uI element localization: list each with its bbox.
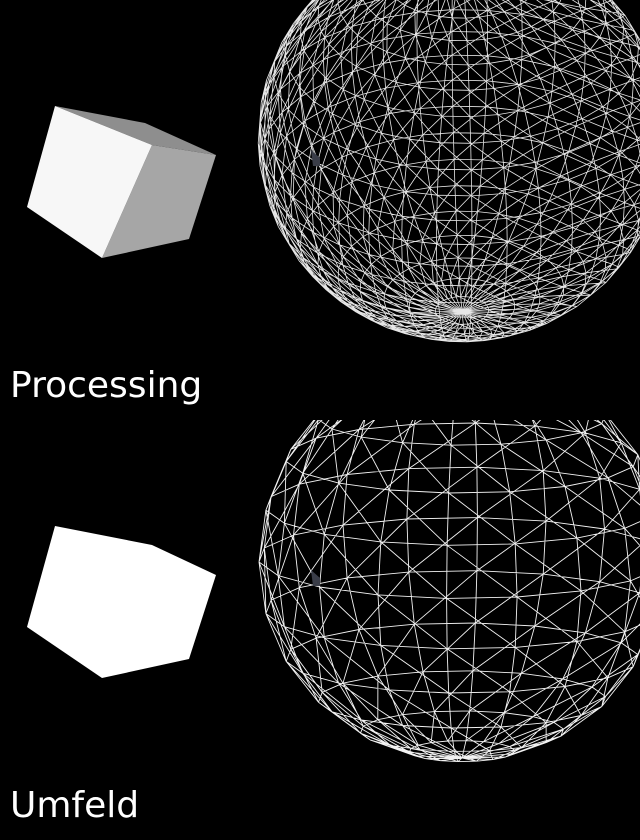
cursor-marker-icon xyxy=(311,570,320,586)
shaded-cube-icon xyxy=(27,106,216,258)
umfeld-panel: Umfeld xyxy=(0,420,640,840)
wireframe-sphere-icon xyxy=(257,0,640,343)
panel-caption: Umfeld xyxy=(10,785,140,826)
processing-panel: Processing xyxy=(10,0,640,406)
panel-caption: Processing xyxy=(10,365,203,406)
flat-cube-icon xyxy=(27,526,216,678)
processing-scene xyxy=(27,0,640,343)
sphere-wire-mesh xyxy=(257,0,640,343)
sphere-wire-mesh xyxy=(258,420,640,763)
cube-top-face xyxy=(55,106,216,155)
cursor-marker-icon xyxy=(311,150,320,166)
umfeld-scene xyxy=(27,420,640,763)
cube-right-face xyxy=(102,145,216,258)
cube-silhouette xyxy=(27,526,216,678)
cube-front-face xyxy=(27,106,152,258)
wireframe-sphere-icon xyxy=(258,420,640,763)
